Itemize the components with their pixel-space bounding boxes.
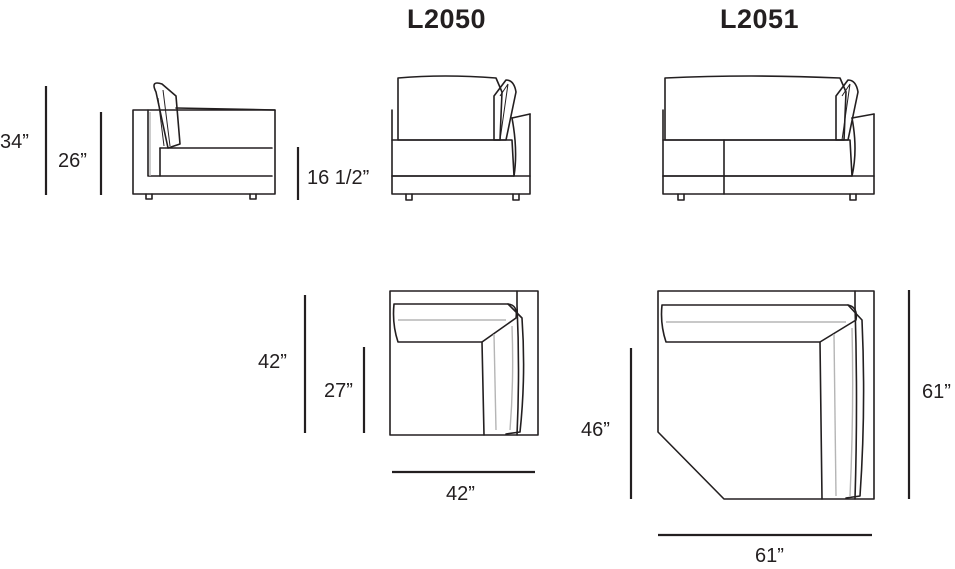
l2051-plan-drawing [657,290,875,500]
l2051-width-label: 61” [755,545,784,567]
l2050-seat-depth-label: 27” [324,380,353,402]
dimension-lines [44,86,911,537]
overall-height-label: 34” [0,131,29,153]
l2050-depth-label: 42” [258,351,287,373]
model-title-l2051: L2051 [720,4,800,34]
model-title-l2050: L2050 [407,4,487,34]
l2050-width-label: 42” [446,483,475,505]
arm-height-label: 26” [58,150,87,172]
l2051-depth-label: 46” [581,419,610,441]
l2051-side-label: 61” [922,381,951,403]
l2050-plan-drawing [389,290,539,436]
seat-height-label: 16 1/2” [307,167,370,189]
l2051-front-drawing [662,75,875,201]
side-view-drawing [132,82,276,200]
l2050-front-drawing [391,75,531,201]
